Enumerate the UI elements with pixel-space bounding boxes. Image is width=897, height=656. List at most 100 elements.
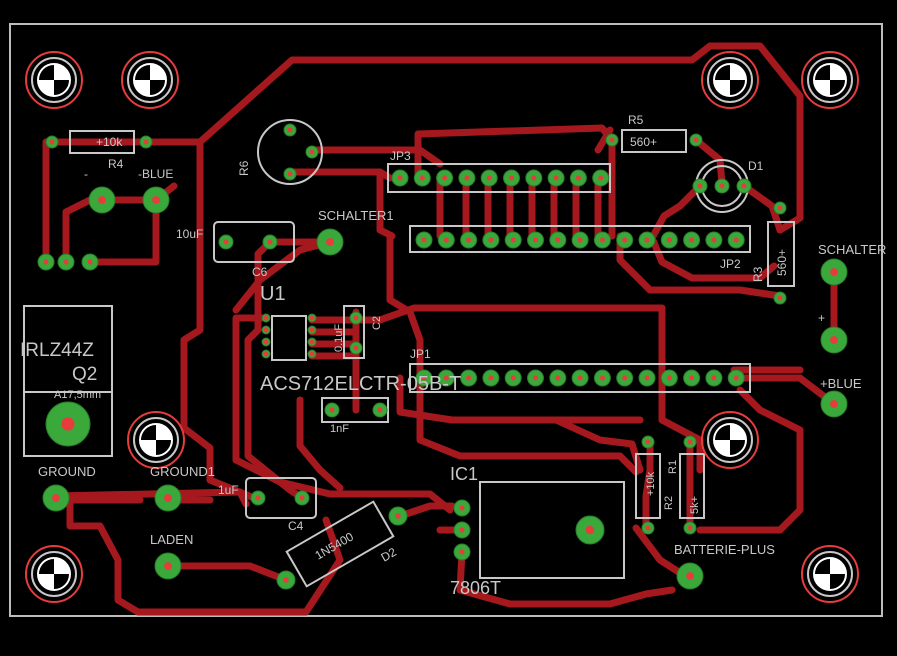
r3-outline: [767, 221, 795, 287]
ic1-pin: [453, 499, 471, 517]
c2-pad: [349, 311, 363, 325]
c6-outline: [213, 221, 295, 263]
jp1-pin: [638, 369, 656, 387]
jp3-pin: [503, 169, 520, 187]
label-minus: -: [84, 167, 88, 181]
label-u1-part: ACS712ELCTR-05B-T: [260, 373, 461, 395]
label-r3-value: 560+: [775, 249, 789, 276]
jp2-pin: [482, 231, 500, 249]
heatsink-outline: [23, 391, 113, 457]
jp1-pin: [593, 369, 611, 387]
ic1-outline: [479, 481, 625, 579]
jp2-outline: [409, 225, 751, 253]
mounting-hole: [801, 51, 859, 109]
r6-outline: [257, 119, 323, 185]
jp2-pin: [705, 231, 723, 249]
label-batterie-plus: BATTERIE-PLUS: [674, 542, 775, 557]
copper-traces: [42, 42, 838, 616]
c4-pad: [250, 490, 266, 506]
connector-pad: [142, 186, 170, 214]
label-schalter1: SCHALTER1: [318, 208, 394, 223]
label-ic1: IC1: [450, 464, 478, 484]
mounting-hole: [801, 545, 859, 603]
jp2-pin: [660, 231, 678, 249]
label-u1: U1: [260, 283, 286, 305]
u1-pin: [307, 313, 317, 323]
mounting-hole: [25, 545, 83, 603]
r4-pad: [139, 135, 153, 149]
label-r1: R1: [667, 460, 679, 474]
label-r1-value: 5k+: [689, 496, 701, 514]
jp1-pin: [437, 369, 455, 387]
label-q2-part: IRLZ44Z: [20, 340, 94, 361]
jp1-pin: [616, 369, 634, 387]
label-jp1: JP1: [410, 347, 431, 361]
mounting-hole: [701, 51, 759, 109]
c4-pad: [294, 490, 310, 506]
label-plus-blue: +BLUE: [820, 376, 862, 391]
c2-outline: [343, 305, 365, 359]
u1-pin: [261, 349, 271, 359]
ic1-pin: [453, 521, 471, 539]
r3-pad: [773, 291, 787, 305]
mounting-hole: [121, 51, 179, 109]
label-c1-value: 1nF: [330, 423, 349, 435]
d1-pad: [692, 178, 708, 194]
jp3-outline: [387, 163, 611, 193]
r2-pad: [641, 521, 655, 535]
label-d2: D2: [379, 545, 400, 565]
r1-outline: [679, 453, 705, 519]
jp1-pin: [727, 369, 745, 387]
u1-pin: [261, 337, 271, 347]
label-jp3: JP3: [390, 149, 411, 163]
jp2-pin: [616, 231, 634, 249]
c1-pad: [324, 402, 340, 418]
connector-pad: [820, 258, 848, 286]
r6-pad: [283, 167, 297, 181]
jp3-pin: [413, 169, 431, 187]
label-c6-value: 10uF: [176, 227, 203, 241]
u1-pin: [307, 349, 317, 359]
jp1-pin: [683, 369, 701, 387]
c6-pad: [262, 234, 278, 250]
c1-pad: [372, 402, 388, 418]
u1-pin: [307, 337, 317, 347]
jp3-pin: [391, 169, 409, 187]
jp3-pin: [525, 169, 543, 187]
connector-pad: [676, 562, 704, 590]
jp3-pin: [436, 169, 454, 187]
jp1-pin: [571, 369, 589, 387]
jp3-pin: [480, 169, 498, 187]
connector-pad: [154, 552, 182, 580]
u1-pin: [307, 325, 317, 335]
board-outline: [9, 23, 883, 617]
q2-pin: [81, 253, 99, 271]
r1-pad: [683, 435, 697, 449]
jp1-pin: [660, 369, 678, 387]
u1-outline: [271, 315, 307, 361]
silkscreen-text: +10k R4 - -BLUE R6 10uF C6 JP3 R5 560+ D…: [20, 113, 886, 598]
ic1-tab: [575, 515, 605, 545]
u1-pin: [261, 325, 271, 335]
silkscreen-layer: [23, 119, 795, 588]
label-ground1: GROUND1: [150, 464, 215, 479]
jp1-pin: [705, 369, 723, 387]
label-ground: GROUND: [38, 464, 96, 479]
connector-pad: [154, 484, 182, 512]
d2-outline: [285, 500, 395, 588]
u1-pin: [261, 313, 271, 323]
component-pads: [37, 123, 848, 590]
ic1-pin: [453, 543, 471, 561]
label-r4: R4: [108, 157, 124, 171]
label-c2: C2: [371, 316, 383, 330]
d1-pad: [714, 178, 730, 194]
r1-pad: [683, 521, 697, 535]
d1-pad: [736, 178, 752, 194]
q2-pin: [57, 253, 75, 271]
jp3-pin: [458, 169, 476, 187]
mounting-hole: [25, 51, 83, 109]
jp2-pin: [638, 231, 656, 249]
c1-outline: [321, 397, 389, 423]
d2-pad: [388, 506, 408, 526]
